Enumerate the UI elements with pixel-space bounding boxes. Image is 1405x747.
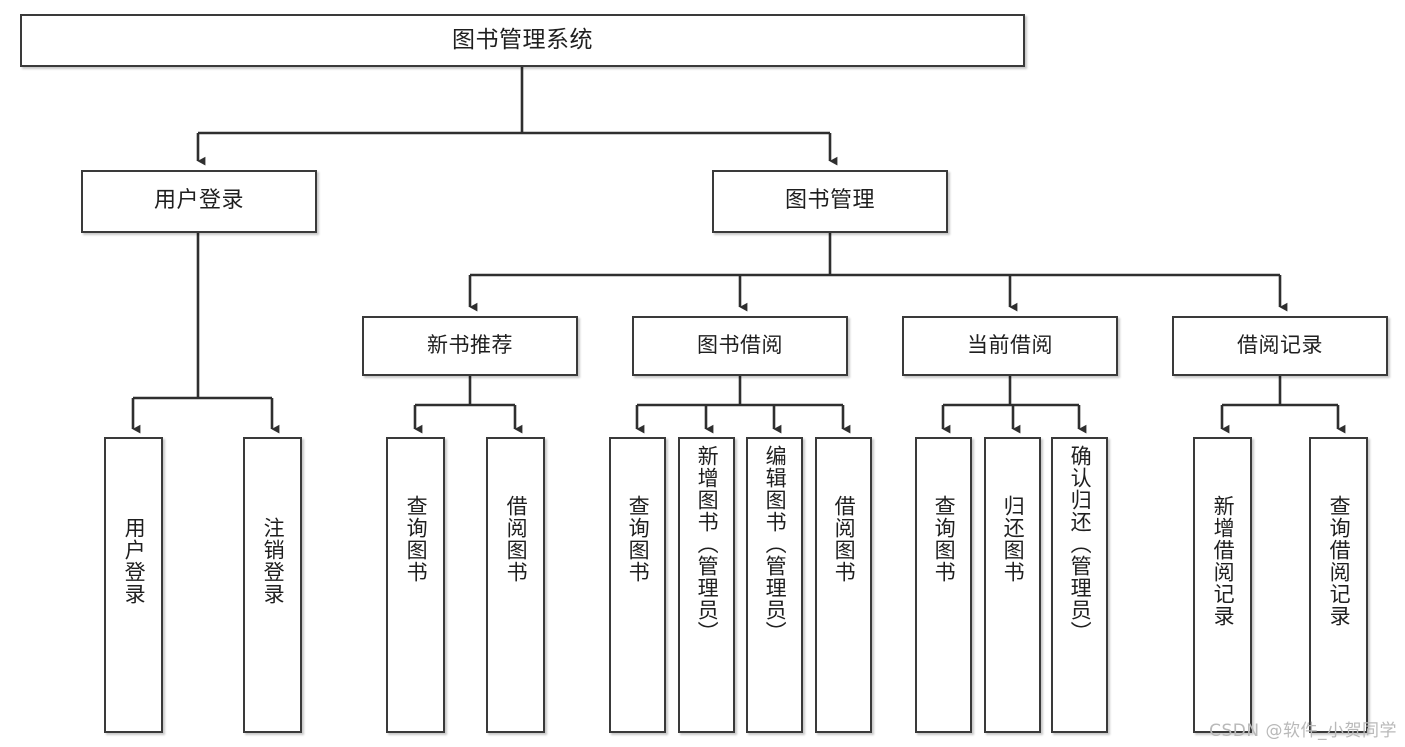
- node-user-login[interactable]: 用户登录: [81, 170, 317, 233]
- node-book-management-label: 图书管理: [784, 188, 875, 214]
- node-leaf-edit-book[interactable]: 编辑图书（管理员）: [746, 437, 803, 733]
- node-book-borrow[interactable]: 图书借阅: [632, 316, 848, 376]
- node-leaf-borrow-book-1-label: 借阅图书: [504, 495, 529, 583]
- node-leaf-query-book-1-label: 查询图书: [404, 495, 429, 583]
- node-leaf-borrow-book-1[interactable]: 借阅图书: [486, 437, 545, 733]
- node-leaf-query-book-2[interactable]: 查询图书: [609, 437, 666, 733]
- node-leaf-logout[interactable]: 注销登录: [243, 437, 302, 733]
- node-new-book-recommend[interactable]: 新书推荐: [362, 316, 578, 376]
- node-leaf-add-record-label: 新增借阅记录: [1211, 495, 1236, 627]
- node-leaf-query-book-3-label: 查询图书: [932, 495, 957, 583]
- node-leaf-borrow-book-2-label: 借阅图书: [832, 495, 857, 583]
- node-root-label: 图书管理系统: [452, 26, 593, 53]
- node-leaf-confirm-return[interactable]: 确认归还（管理员）: [1051, 437, 1108, 733]
- node-leaf-logout-label: 注销登录: [261, 517, 286, 605]
- node-current-borrow[interactable]: 当前借阅: [902, 316, 1118, 376]
- watermark: CSDN @软件_小贺同学: [1209, 721, 1397, 741]
- node-borrow-record-label: 借阅记录: [1237, 333, 1323, 358]
- node-leaf-return-book[interactable]: 归还图书: [984, 437, 1041, 733]
- node-leaf-query-book-2-label: 查询图书: [626, 495, 651, 583]
- node-new-book-recommend-label: 新书推荐: [427, 333, 513, 358]
- node-leaf-borrow-book-2[interactable]: 借阅图书: [815, 437, 872, 733]
- node-user-login-label: 用户登录: [153, 188, 244, 214]
- node-book-management[interactable]: 图书管理: [712, 170, 948, 233]
- node-leaf-user-login[interactable]: 用户登录: [104, 437, 163, 733]
- node-book-borrow-label: 图书借阅: [697, 333, 783, 358]
- node-current-borrow-label: 当前借阅: [967, 333, 1053, 358]
- node-leaf-edit-book-label: 编辑图书（管理员）: [763, 445, 788, 643]
- node-leaf-confirm-return-label: 确认归还（管理员）: [1068, 445, 1093, 643]
- node-leaf-user-login-label: 用户登录: [122, 517, 147, 605]
- node-borrow-record[interactable]: 借阅记录: [1172, 316, 1388, 376]
- node-leaf-add-record[interactable]: 新增借阅记录: [1193, 437, 1252, 733]
- node-leaf-add-book-label: 新增图书（管理员）: [695, 445, 720, 643]
- node-leaf-query-book-1[interactable]: 查询图书: [386, 437, 445, 733]
- node-root[interactable]: 图书管理系统: [20, 14, 1025, 67]
- node-leaf-query-record-label: 查询借阅记录: [1327, 495, 1352, 627]
- node-leaf-add-book[interactable]: 新增图书（管理员）: [678, 437, 735, 733]
- node-leaf-query-record[interactable]: 查询借阅记录: [1309, 437, 1368, 733]
- node-leaf-query-book-3[interactable]: 查询图书: [915, 437, 972, 733]
- node-leaf-return-book-label: 归还图书: [1001, 495, 1026, 583]
